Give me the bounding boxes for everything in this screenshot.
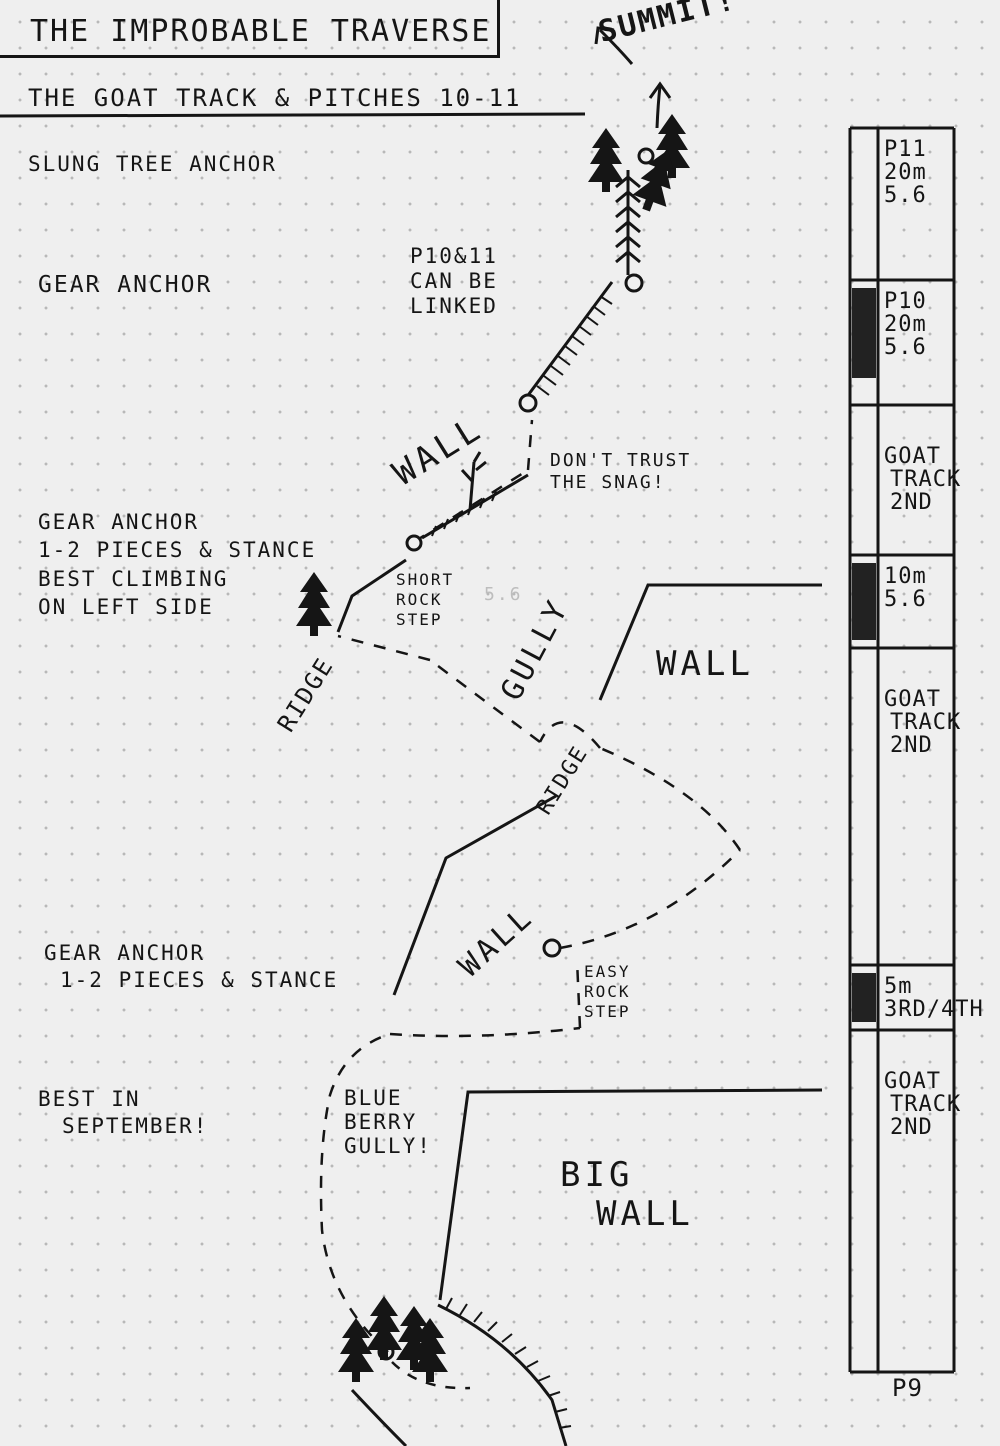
pitch-label-line: 20m xyxy=(884,160,927,186)
pitch-label-line: 10m xyxy=(884,564,927,589)
season-note: BEST IN SEPTEMBER! xyxy=(38,1086,208,1141)
wall-lower-line xyxy=(392,794,557,996)
faint-grade: 5.6 xyxy=(484,584,523,605)
gear-anchor-note-1: GEAR ANCHOR 1-2 PIECES & STANCE BEST CLI… xyxy=(38,508,316,621)
subtitle-underline xyxy=(0,112,586,118)
pitch-label-line: TRACK xyxy=(890,710,962,736)
big-wall-line-1: BIG xyxy=(560,1155,634,1195)
legend-slung-tree-anchor: SLUNG TREE ANCHOR xyxy=(28,152,277,176)
wall-right-line xyxy=(598,583,822,701)
pitch-label-line: 20m xyxy=(884,312,927,338)
blueberry-line: BLUE xyxy=(344,1086,403,1110)
bottom-left-curve xyxy=(350,1388,408,1446)
gear-anchor-note-line: 1-2 PIECES & STANCE xyxy=(60,968,339,993)
route-bottom-start xyxy=(391,1361,471,1390)
pitch-shading-step10 xyxy=(852,563,876,640)
pitch-label-line: 2ND xyxy=(890,1115,933,1141)
pitch-label-line: 5.6 xyxy=(884,183,927,209)
upper-wall-line xyxy=(524,281,614,399)
legend-gear-anchor: GEAR ANCHOR xyxy=(38,272,213,298)
linked-note-line: LINKED xyxy=(410,294,498,319)
season-line: SEPTEMBER! xyxy=(62,1114,209,1139)
pitch-label-line: 5.6 xyxy=(884,587,927,613)
gear-anchor-note-line: GEAR ANCHOR xyxy=(38,510,200,534)
easy-step-line: ROCK xyxy=(584,982,631,1001)
gear-anchor-lower xyxy=(542,938,562,958)
easy-rock-step-note: EASY ROCK STEP xyxy=(584,962,631,1022)
linked-note-line: CAN BE xyxy=(410,269,498,294)
short-step-line: SHORT xyxy=(396,570,455,589)
season-line: BEST IN xyxy=(38,1087,141,1111)
easy-step-line: STEP xyxy=(584,1002,631,1021)
short-step-line: STEP xyxy=(396,610,443,629)
gear-anchor-note-2: GEAR ANCHOR 1-2 PIECES & STANCE xyxy=(44,940,338,995)
tree-icon xyxy=(588,128,624,192)
blueberry-gully-note: BLUE BERRY GULLY! xyxy=(344,1086,432,1158)
pitch-label-line: 5.6 xyxy=(884,335,927,361)
pitch-shading-p10 xyxy=(852,288,876,378)
gear-anchor-note-line: 1-2 PIECES & STANCE xyxy=(38,538,317,563)
page-title: THE IMPROBABLE TRAVERSE xyxy=(30,14,492,49)
linked-note-line: P10&11 xyxy=(410,244,498,268)
pitch-label-line: 5m xyxy=(884,974,913,999)
big-wall-line-2: WALL xyxy=(596,1194,694,1235)
pitch-bar-start-label: P9 xyxy=(892,1374,923,1402)
snag-wall-line xyxy=(421,473,529,540)
summit-arrow-icon xyxy=(594,26,672,129)
bottom-ridge-line xyxy=(437,1303,568,1446)
pitch-label-line: TRACK xyxy=(890,467,962,493)
blueberry-line: BERRY xyxy=(344,1110,418,1135)
snag-note-line: THE SNAG! xyxy=(550,471,666,493)
pitch-label-line: 2ND xyxy=(890,733,933,759)
snag-note: DON'T TRUST THE SNAG! xyxy=(550,450,691,493)
big-wall-label: BIG WALL xyxy=(560,1155,694,1235)
gear-anchor-snag xyxy=(405,534,423,552)
bottom-ridge-hatching xyxy=(445,1297,572,1429)
page-subtitle: THE GOAT TRACK & PITCHES 10-11 xyxy=(28,84,522,112)
pitch-label-line: TRACK xyxy=(890,1092,962,1118)
pitch-label-line: 3RD/4TH xyxy=(884,997,984,1023)
short-rock-step-note: SHORT ROCK STEP xyxy=(396,570,454,630)
pitch-label-line: P10 xyxy=(884,289,927,314)
gear-anchor-note-line: GEAR ANCHOR xyxy=(44,941,206,965)
upper-wall-hatching xyxy=(536,295,613,396)
pitch-label-line: 2ND xyxy=(890,490,933,516)
tree-icon xyxy=(338,1318,374,1382)
tree-icon xyxy=(366,1296,402,1360)
short-step-line: ROCK xyxy=(396,590,443,609)
wall-right-label: WALL xyxy=(656,644,754,684)
blueberry-line: GULLY! xyxy=(344,1134,432,1159)
pitch-label-line: GOAT xyxy=(884,687,941,712)
pitch-shading-step5 xyxy=(852,973,876,1022)
easy-step-line: EASY xyxy=(584,962,631,981)
gear-anchor-top xyxy=(624,273,644,293)
gear-anchor-note-line: BEST CLIMBING xyxy=(38,566,229,591)
route-line xyxy=(319,419,742,1353)
title-box xyxy=(0,0,500,58)
short-rock-step-line xyxy=(336,558,407,633)
pitch-label-line: GOAT xyxy=(884,1069,941,1094)
snag-icon xyxy=(460,451,487,511)
sling-anchor-summit xyxy=(637,147,655,165)
gear-anchor-note-line: ON LEFT SIDE xyxy=(38,595,214,620)
big-wall-line xyxy=(438,1088,823,1301)
pitch-bar xyxy=(848,126,956,1374)
gear-anchor-wall xyxy=(518,393,538,413)
fishbone-route xyxy=(615,170,641,275)
pitch-label-line: P11 xyxy=(884,137,927,162)
pitch-label-line: GOAT xyxy=(884,444,941,469)
snag-note-line: DON'T TRUST xyxy=(550,450,692,471)
linked-note: P10&11 CAN BE LINKED xyxy=(410,244,498,320)
